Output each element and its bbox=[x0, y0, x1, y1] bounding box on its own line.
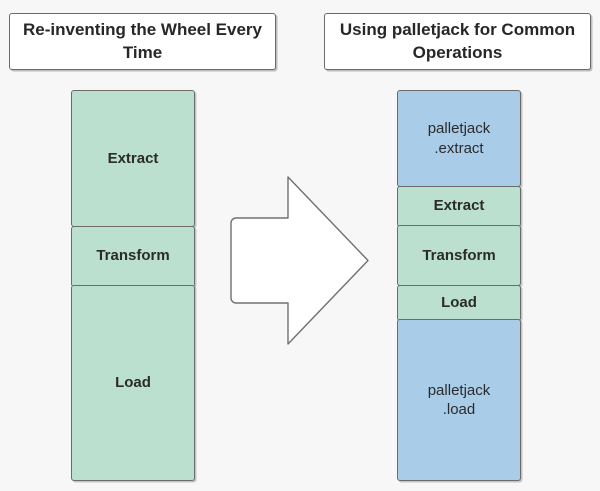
right-block-extract: Extract bbox=[397, 185, 521, 227]
right-block-palletjack-extract: palletjack .extract bbox=[397, 90, 521, 187]
right-block-transform: Transform bbox=[397, 225, 521, 286]
left-block-load: Load bbox=[71, 285, 195, 481]
right-arrow-icon bbox=[228, 172, 373, 349]
left-panel-title: Re-inventing the Wheel Every Time bbox=[9, 13, 276, 70]
right-panel-title: Using palletjack for Common Operations bbox=[324, 13, 591, 70]
left-block-extract: Extract bbox=[71, 90, 195, 227]
right-pipeline-stack: palletjack .extract Extract Transform Lo… bbox=[397, 90, 521, 481]
right-block-palletjack-load: palletjack .load bbox=[397, 319, 521, 481]
left-block-transform: Transform bbox=[71, 225, 195, 287]
left-pipeline-stack: Extract Transform Load bbox=[71, 90, 195, 481]
right-block-load: Load bbox=[397, 284, 521, 321]
